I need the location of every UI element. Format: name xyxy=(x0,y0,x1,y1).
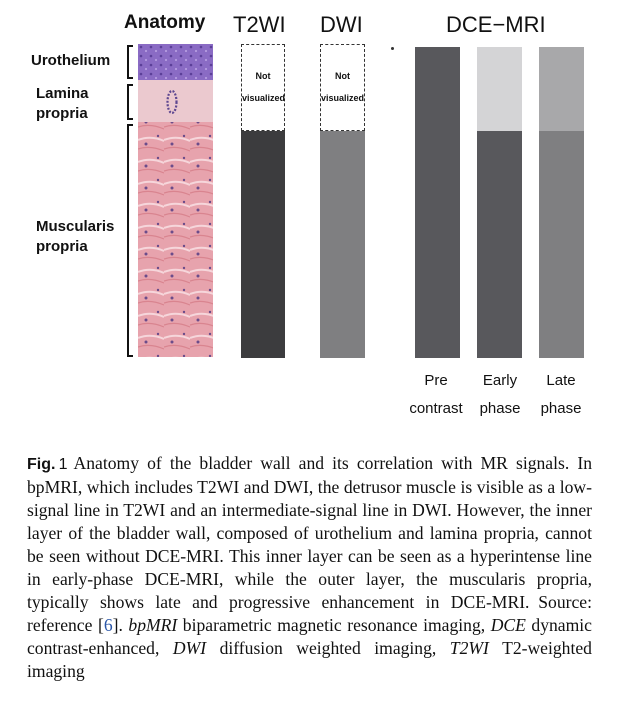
pre-contrast-label: Pre contrast xyxy=(395,367,477,423)
figure-label: Fig. 1 xyxy=(27,456,68,473)
dwi-header: DWI xyxy=(320,12,363,37)
abbr-bpmri: bpMRI xyxy=(128,615,178,635)
caption-body: Anatomy of the bladder wall and its corr… xyxy=(27,453,592,635)
t2wi-visualized-text: visualized xyxy=(242,93,286,103)
lamina-label-line1: Lamina xyxy=(36,85,89,102)
capillary-vessel xyxy=(166,89,178,115)
abbr-dce: DCE xyxy=(490,615,526,635)
late-label-line2: phase xyxy=(540,400,582,417)
t2wi-not-text: Not xyxy=(255,71,271,81)
muscularis-label-line2: propria xyxy=(36,238,88,255)
muscularis-label-line1: Muscularis xyxy=(36,218,115,235)
early-phase-outer-layer xyxy=(477,131,522,358)
urothelium-bracket xyxy=(127,45,135,79)
lamina-propria-bracket xyxy=(127,84,135,120)
t2wi-not-visualized-box: Not visualized xyxy=(241,44,285,131)
stray-dot xyxy=(391,47,394,50)
late-phase-label: Late phase xyxy=(531,367,591,423)
muscularis-propria-label: Muscularis propria xyxy=(36,217,114,257)
early-phase-label: Early phase xyxy=(470,367,530,423)
t2wi-muscle-signal-bar xyxy=(241,131,285,358)
lamina-propria-label: Lamina propria xyxy=(36,84,89,124)
late-label-line1: Late xyxy=(546,372,576,389)
dwi-muscle-signal-bar xyxy=(320,131,365,358)
reference-link[interactable]: 6 xyxy=(103,615,113,635)
pre-label-line1: Pre xyxy=(424,372,448,389)
early-phase-inner-layer xyxy=(477,47,522,131)
pre-label-line2: contrast xyxy=(409,400,463,417)
lamina-label-line2: propria xyxy=(36,105,88,122)
early-label-line1: Early xyxy=(482,372,518,389)
histology-illustration xyxy=(138,44,213,357)
urothelium-tissue xyxy=(138,44,213,80)
late-phase-inner-layer xyxy=(539,47,584,131)
abbr-dwi: DWI xyxy=(172,638,207,658)
dwi-not-text: Not xyxy=(335,71,350,81)
pre-contrast-bar xyxy=(415,47,460,358)
dwi-visualized-text: visualized xyxy=(321,93,365,103)
urothelium-label: Urothelium xyxy=(31,52,111,69)
late-phase-outer-layer xyxy=(539,131,584,358)
abbr-t2wi: T2WI xyxy=(449,638,489,658)
t2wi-header: T2WI xyxy=(233,12,286,37)
anatomy-header: Anatomy xyxy=(124,12,206,33)
muscularis-propria-bracket xyxy=(127,124,135,357)
dwi-not-visualized-box: Not visualized xyxy=(320,44,365,131)
dce-mri-header: DCE−MRI xyxy=(446,12,546,37)
muscularis-propria-tissue xyxy=(138,122,213,357)
early-label-line2: phase xyxy=(479,400,521,417)
